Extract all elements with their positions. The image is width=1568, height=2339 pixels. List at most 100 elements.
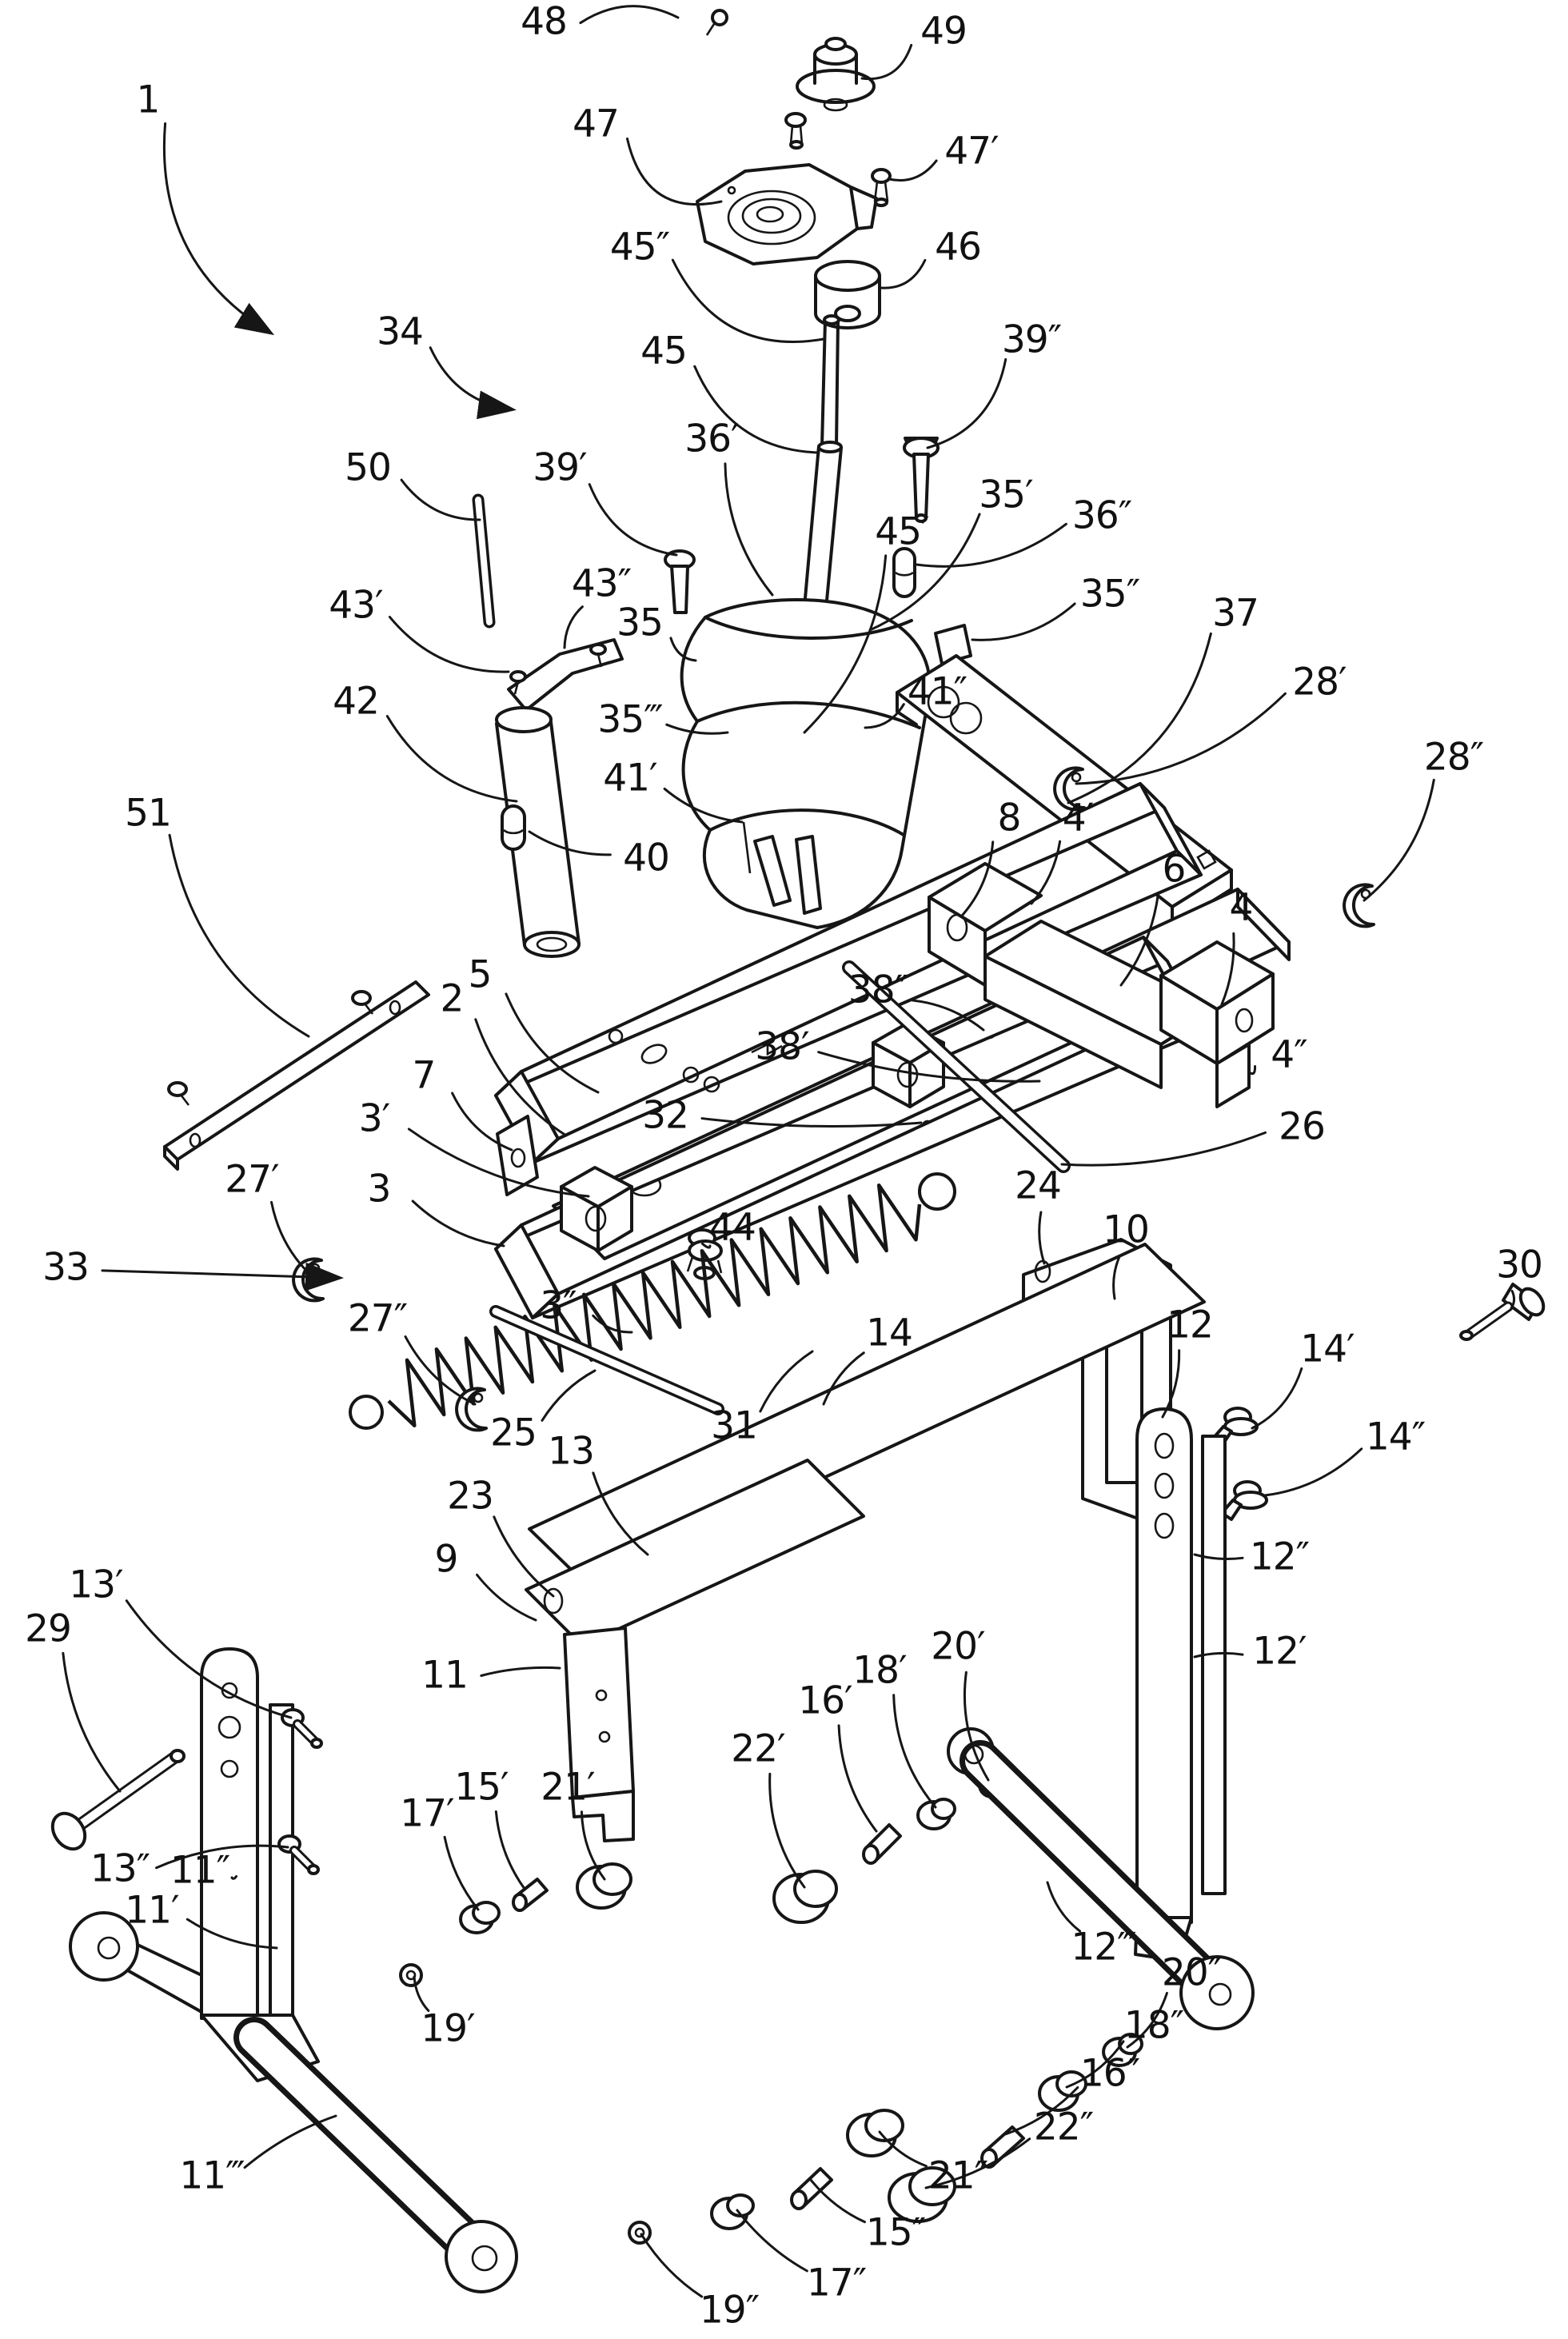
svg-text:35′: 35′ [979,473,1033,517]
svg-text:18′: 18′ [852,1649,907,1693]
svg-text:43′: 43′ [329,584,383,628]
ref-label-13′: 13′ [69,1563,293,1719]
retaining-clip-28-prime [1053,766,1086,812]
svg-text:19″: 19″ [700,2289,760,2333]
cap-22-prime [772,1870,838,1924]
ref-label-37: 37 [1067,592,1259,804]
ref-label-12‴: 12‴ [1046,1881,1137,1970]
plate-7 [496,1115,539,1196]
svg-text:23: 23 [447,1475,493,1519]
ref-label-9: 9 [435,1538,537,1622]
screw-14-dprime [1220,1480,1268,1521]
ref-label-3′: 3′ [359,1097,590,1198]
svg-text:3: 3 [368,1168,391,1211]
svg-text:25: 25 [490,1411,537,1455]
svg-text:34: 34 [377,310,423,354]
svg-text:39″: 39″ [1002,318,1062,362]
cap-21-dprime [846,2109,904,2157]
svg-text:45″: 45″ [610,226,670,269]
svg-text:39′: 39′ [533,446,587,490]
svg-text:44: 44 [709,1206,756,1250]
ref-label-36′: 36′ [684,417,774,597]
screw-13-prime [281,1708,323,1749]
svg-text:45: 45 [640,329,687,373]
ref-label-26: 26 [1060,1105,1326,1167]
ref-label-12: 12 [1161,1303,1214,1419]
ref-label-15″: 15″ [809,2178,927,2255]
svg-text:43″: 43″ [572,562,632,606]
svg-text:46: 46 [935,226,981,269]
carrier-bracket-11 [525,1459,865,1842]
svg-text:41″: 41″ [908,670,968,714]
ref-label-7: 7 [413,1054,513,1152]
svg-text:17″: 17″ [807,2261,867,2305]
svg-text:12‴: 12‴ [1071,1926,1136,1970]
svg-text:38″: 38″ [848,968,908,1012]
ref-label-45: 45 [640,329,820,454]
ref-label-40: 40 [528,830,670,880]
ref-label-50: 50 [345,446,481,521]
svg-text:3′: 3′ [359,1097,390,1141]
ref-label-33: 33 [42,1246,344,1291]
ref-label-8: 8 [961,796,1021,916]
right-strap-12-dprime [1135,1407,1193,1924]
svg-text:47: 47 [573,102,619,146]
svg-text:4′: 4′ [1063,796,1094,840]
ref-label-2: 2 [441,977,568,1137]
ref-label-36″: 36″ [915,494,1133,568]
ref-label-28′: 28′ [1075,661,1347,785]
spring-31 [349,1172,956,1430]
svg-text:51: 51 [125,792,171,836]
ring-19-prime [399,1963,423,1987]
ref-label-3: 3 [368,1168,505,1247]
ref-label-35: 35 [616,601,697,662]
ref-label-20′: 20′ [931,1625,990,1782]
ref-label-34: 34 [377,310,517,420]
svg-text:13′: 13′ [69,1563,123,1607]
ref-label-30: 30 [1496,1243,1543,1310]
ref-label-6: 6 [1119,848,1186,987]
ref-label-14″: 14″ [1263,1415,1426,1497]
svg-text:21″: 21″ [928,2154,988,2198]
svg-text:21′: 21′ [541,1766,595,1810]
pin-15-prime [512,1878,549,1912]
pin-40 [501,804,526,851]
ref-label-35′: 35′ [868,473,1034,632]
svg-text:28′: 28′ [1292,661,1347,704]
ref-label-16″: 16″ [1001,2052,1141,2137]
svg-text:9: 9 [435,1538,458,1582]
ref-label-38′: 38′ [755,1025,1041,1083]
left-strap-11-prime [269,1703,294,2046]
ref-label-19′: 19′ [413,1975,476,2051]
svg-text:8: 8 [998,796,1021,840]
ref-label-10: 10 [1103,1208,1150,1300]
ref-label-21′: 21′ [541,1766,606,1881]
bushing-17-prime [459,1901,501,1934]
screw-48 [705,9,728,36]
screw-47-prime [871,168,892,207]
ref-label-45″: 45″ [610,226,825,343]
retaining-clip-28-dprime [1343,883,1375,928]
right-arm-12-tprime [947,1727,1255,2030]
ref-label-49: 49 [860,10,968,81]
ref-label-3″: 3″ [540,1284,633,1334]
svg-text:37: 37 [1212,592,1259,636]
ref-label-35″: 35″ [971,573,1141,641]
ref-label-5: 5 [469,953,600,1094]
retaining-clip-27-dprime [455,1387,488,1432]
ref-label-27″: 27″ [348,1297,477,1406]
ref-label-41″: 41″ [864,670,968,729]
collar-46 [814,260,881,329]
ref-label-48: 48 [521,0,680,44]
svg-text:4: 4 [1230,886,1253,930]
rod-25 [489,1305,724,1415]
cap-21-prime [576,1862,632,1910]
svg-text:22′: 22′ [731,1727,785,1771]
ref-label-18′: 18′ [852,1649,937,1809]
svg-text:32: 32 [642,1094,688,1138]
svg-text:6: 6 [1163,848,1186,892]
pin-50 [472,493,496,629]
